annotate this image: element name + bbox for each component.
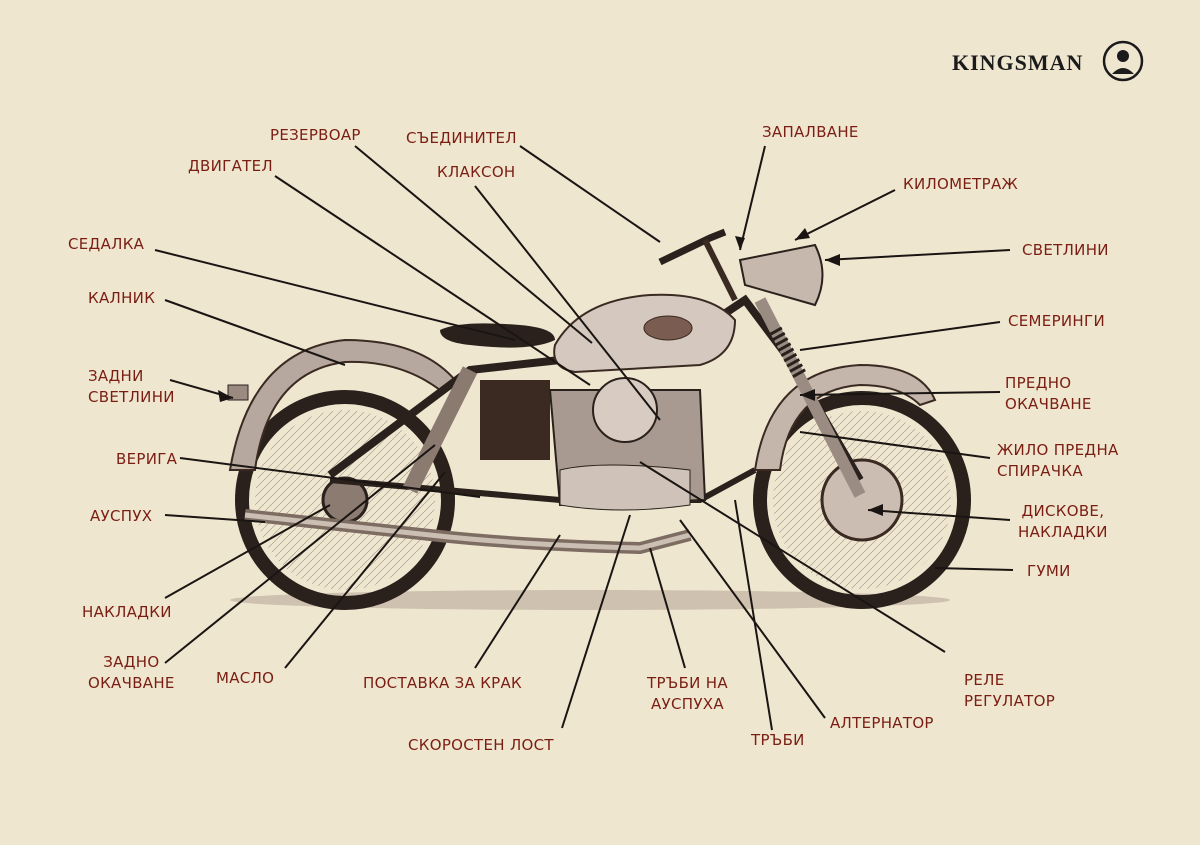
label-footrest: ПОСТАВКА ЗА КРАК [363, 673, 522, 694]
label-rear-lights-line: СВЕТЛИНИ [88, 388, 175, 406]
label-lights: СВЕТЛИНИ [1022, 240, 1109, 261]
label-exhaust-pipes-line: АУСПУХА [650, 695, 724, 713]
label-gear-lever-line: СКОРОСТЕН ЛОСТ [408, 736, 554, 754]
label-fender: КАЛНИК [88, 288, 155, 309]
label-front-suspension: ПРЕДНО ОКАЧВАНЕ [1005, 373, 1092, 415]
rear-light [227, 384, 249, 401]
label-pads-line: НАКЛАДКИ [82, 603, 172, 621]
label-rear-suspension-line: ЗАДНО [103, 653, 160, 671]
label-tires: ГУМИ [1027, 561, 1071, 582]
label-rear-lights-line: ЗАДНИ [88, 367, 144, 385]
label-fender-line: КАЛНИК [88, 289, 156, 307]
label-pads: НАКЛАДКИ [82, 602, 172, 623]
label-front-suspension-line: ПРЕДНО [1005, 374, 1072, 392]
label-seals: СЕМЕРИНГИ [1008, 311, 1105, 332]
leader-lines [154, 145, 1014, 731]
label-seat-line: СЕДАЛКА [68, 235, 145, 253]
label-exhaust-pipes-line: ТРЪБИ НА [647, 674, 728, 692]
label-horn-line: КЛАКСОН [437, 163, 516, 181]
label-rear-suspension: ЗАДНО ОКАЧВАНЕ [88, 652, 175, 694]
label-oil: МАСЛО [216, 668, 274, 689]
ground-shadow [230, 590, 950, 610]
label-rear-lights: ЗАДНИ СВЕТЛИНИ [88, 366, 175, 408]
label-ignition-line: ЗАПАЛВАНЕ [762, 123, 859, 141]
label-alternator: АЛТЕРНАТОР [830, 713, 934, 734]
label-front-brake-cable-line: СПИРАЧКА [997, 462, 1083, 480]
label-clutch: СЪЕДИНИТЕЛ [406, 128, 517, 149]
label-pipes: ТРЪБИ [751, 730, 805, 751]
label-seat: СЕДАЛКА [68, 234, 144, 255]
label-front-suspension-line: ОКАЧВАНЕ [1005, 395, 1092, 413]
front-wheel [753, 391, 971, 609]
label-lights-line: СВЕТЛИНИ [1022, 241, 1109, 259]
label-oil-line: МАСЛО [216, 669, 275, 687]
brand-name: KINGSMAN [952, 50, 1084, 75]
label-discs-pads-line: НАКЛАДКИ [1018, 523, 1108, 541]
label-ignition: ЗАПАЛВАНЕ [762, 122, 859, 143]
label-alternator-line: АЛТЕРНАТОР [830, 714, 934, 732]
label-clutch-line: СЪЕДИНИТЕЛ [406, 129, 517, 147]
gentleman-portrait-seal-icon [1102, 40, 1144, 82]
rear-wheel [235, 390, 455, 610]
label-regulator-relay-line: РЕЛЕ [964, 671, 1005, 689]
label-pipes-line: ТРЪБИ [751, 731, 805, 749]
label-exhaust-pipes: ТРЪБИ НА АУСПУХА [647, 673, 728, 715]
arrow-heads [218, 228, 883, 516]
headlight [738, 243, 824, 307]
label-chain-line: ВЕРИГА [116, 450, 178, 468]
label-footrest-line: ПОСТАВКА ЗА КРАК [363, 674, 523, 692]
label-front-brake-cable-line: ЖИЛО ПРЕДНА [997, 441, 1119, 459]
engine [480, 377, 707, 511]
label-engine-line: ДВИГАТЕЛ [188, 157, 273, 175]
label-tires-line: ГУМИ [1027, 562, 1071, 580]
label-engine: ДВИГАТЕЛ [188, 156, 273, 177]
label-odometer: КИЛОМЕТРАЖ [903, 174, 1018, 195]
handlebar [658, 228, 727, 266]
label-chain: ВЕРИГА [116, 449, 177, 470]
label-seals-line: СЕМЕРИНГИ [1008, 312, 1105, 330]
label-reservoir-line: РЕЗЕРВОАР [270, 126, 361, 144]
label-gear-lever: СКОРОСТЕН ЛОСТ [408, 735, 554, 756]
label-rear-suspension-line: ОКАЧВАНЕ [88, 674, 175, 692]
rear-shock [402, 366, 478, 494]
label-reservoir: РЕЗЕРВОАР [270, 125, 361, 146]
label-regulator-relay-line: РЕГУЛАТОР [964, 692, 1056, 710]
label-horn: КЛАКСОН [437, 162, 516, 183]
label-front-brake-cable: ЖИЛО ПРЕДНА СПИРАЧКА [997, 440, 1119, 482]
label-exhaust: АУСПУХ [90, 506, 152, 527]
label-discs-pads-line: ДИСКОВЕ, [1021, 502, 1105, 520]
label-odometer-line: КИЛОМЕТРАЖ [903, 175, 1019, 193]
label-exhaust-line: АУСПУХ [90, 507, 153, 525]
label-discs-pads: ДИСКОВЕ, НАКЛАДКИ [1018, 501, 1108, 543]
label-regulator-relay: РЕЛЕ РЕГУЛАТОР [964, 670, 1055, 712]
